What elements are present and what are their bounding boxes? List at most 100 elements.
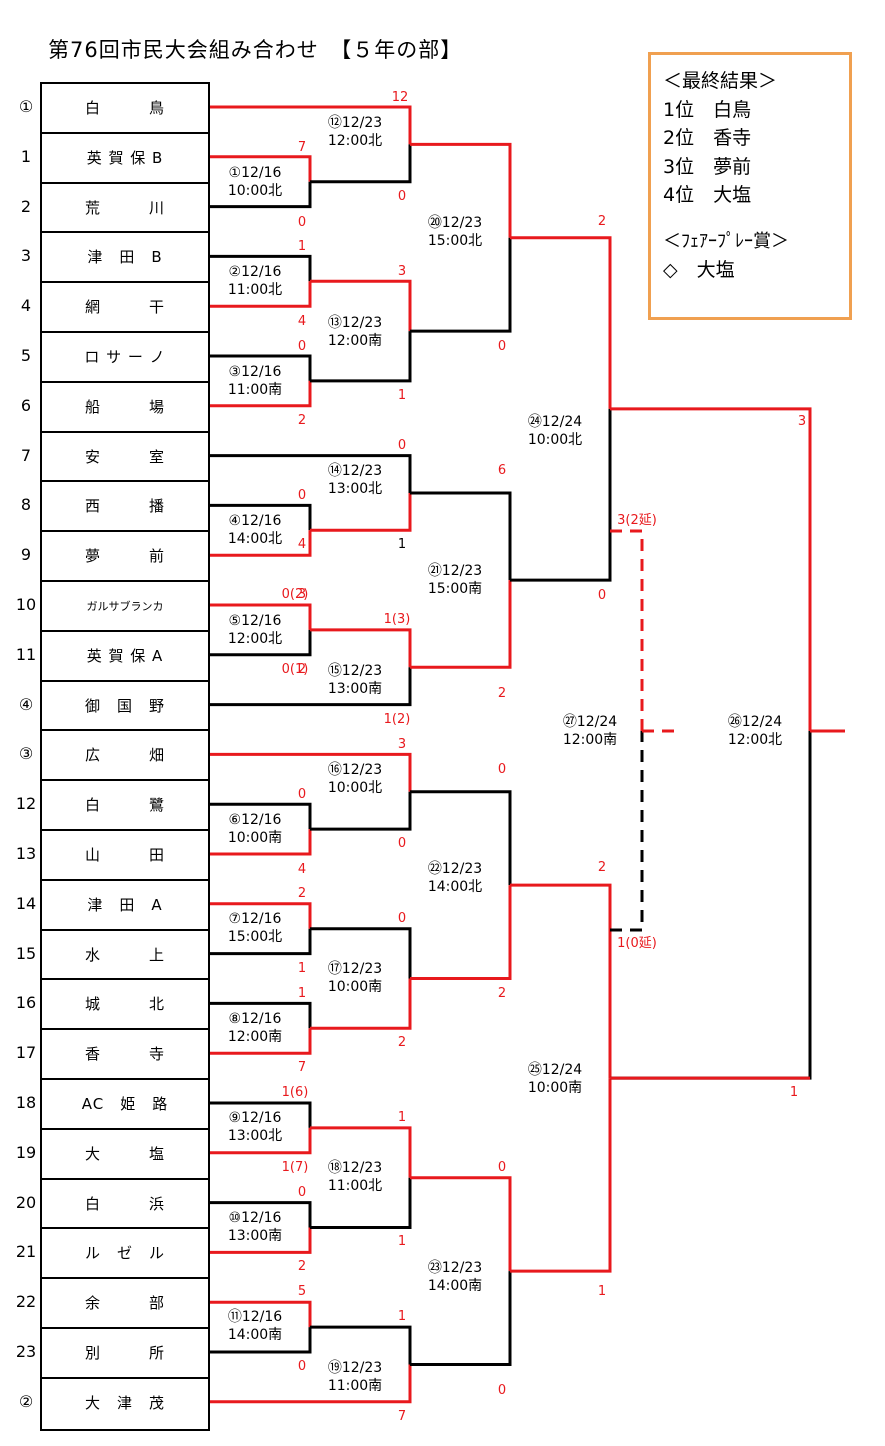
- team-name: 白 浜: [42, 1180, 208, 1230]
- score-label: 7: [298, 140, 306, 155]
- score-label: 2: [498, 986, 506, 1001]
- winner-line: [210, 155, 312, 182]
- bracket-line: [310, 144, 412, 184]
- fairplay-row: ◇ 大塩: [663, 256, 837, 285]
- bracket-line: [410, 790, 512, 886]
- team-name: 山 田: [42, 831, 208, 881]
- score-label: 1(7): [282, 1160, 309, 1175]
- match-number-date: ㉔12/24: [528, 414, 582, 430]
- bracket-line: [310, 1177, 412, 1229]
- winner-line: [310, 1126, 412, 1178]
- match-number-date: ㉑12/23: [428, 563, 482, 579]
- team-name: 安 室: [42, 433, 208, 483]
- winner-line: [510, 236, 612, 409]
- seed-number: 20: [15, 1192, 37, 1212]
- seed-number: 14: [15, 893, 37, 913]
- winner-line: [210, 281, 312, 308]
- results-heading: ＜最終結果＞: [663, 70, 778, 92]
- bracket-line: [210, 354, 312, 381]
- match-time: 11:00南: [328, 1378, 382, 1394]
- score-label: 7: [298, 1060, 306, 1075]
- match-time: 10:00南: [328, 979, 382, 995]
- team-name: 大 津 茂: [84, 1393, 165, 1412]
- bracket-line: [410, 1271, 512, 1366]
- match-time: 14:00南: [428, 1278, 482, 1294]
- match-time: 15:00南: [428, 581, 482, 597]
- score-label: 1: [398, 537, 406, 552]
- score-label: 4: [298, 537, 306, 552]
- match-time: 11:00北: [328, 1178, 382, 1194]
- match-number-date: ⑩12/16: [229, 1210, 282, 1226]
- fairplay-heading: ＜ﾌｪｱｰﾌﾟﾚｰ賞＞: [663, 230, 789, 252]
- match-time: 14:00北: [428, 879, 482, 895]
- score-label: 3: [398, 264, 406, 279]
- match-number-date: ⑬12/23: [328, 315, 382, 331]
- winner-line: [210, 603, 312, 630]
- match-time: 13:00南: [328, 681, 382, 697]
- bracket-line: [410, 491, 512, 581]
- winner-line: [410, 1176, 512, 1272]
- seed-number: 23: [15, 1342, 37, 1361]
- bracket-line: [310, 791, 412, 831]
- winner-line: [210, 1300, 312, 1328]
- match-number-date: ⑦12/16: [229, 911, 282, 927]
- winner-line: [210, 105, 412, 145]
- score-label: 2: [298, 1259, 306, 1274]
- match-time: 12:00南: [228, 1029, 282, 1045]
- winner-line: [210, 752, 412, 792]
- seed-number: 3: [20, 246, 32, 266]
- score-label: 0: [398, 911, 406, 926]
- match-time: 10:00南: [528, 1080, 582, 1096]
- score-label: 2: [398, 1035, 406, 1050]
- bracket-line: [210, 1201, 312, 1228]
- score-label: 2: [598, 860, 606, 875]
- seed-number: 5: [20, 346, 32, 365]
- final-results-box: ＜最終結果＞ 1位 白鳥 2位 香寺 3位 夢前 4位 大塩 ＜ﾌｪｱｰﾌﾟﾚｰ…: [648, 52, 852, 320]
- score-label: 2: [298, 662, 306, 677]
- match-number-date: ㉖12/24: [728, 714, 782, 730]
- match-number-date: ⑧12/16: [229, 1011, 282, 1027]
- winner-line: [310, 978, 412, 1030]
- match-time: 14:00南: [228, 1327, 282, 1343]
- match-time: 10:00北: [228, 183, 282, 199]
- winner-line: [210, 1127, 312, 1155]
- ranking-row: 2位 香寺: [663, 124, 837, 153]
- team-name: 水 上: [42, 931, 208, 981]
- seed-number: ②: [18, 1391, 34, 1411]
- team-name: 香 寺: [42, 1030, 208, 1080]
- ranking-team: 大塩: [713, 184, 752, 206]
- bracket-line: [210, 667, 412, 707]
- match-time: 12:00北: [228, 631, 282, 647]
- bracket-line: [210, 254, 312, 282]
- match-time: 11:00南: [228, 382, 282, 398]
- bracket-line: [210, 454, 412, 493]
- score-label: 1: [298, 239, 306, 254]
- winner-line: [210, 380, 312, 408]
- match-number-date: ⑱12/23: [328, 1160, 382, 1176]
- match-number-date: ⑭12/23: [328, 463, 382, 479]
- winner-line: [510, 883, 612, 1079]
- score-label: 2: [298, 413, 306, 428]
- match-time: 10:00南: [228, 830, 282, 846]
- seed-number: 15: [15, 943, 37, 963]
- match-number-date: ㉕12/24: [528, 1062, 582, 1078]
- team-name: 津 田 A: [42, 881, 208, 931]
- ranking-row: 3位 夢前: [663, 153, 837, 182]
- score-label: 0: [298, 488, 306, 503]
- match-number-date: ⑲12/23: [328, 1360, 382, 1376]
- match-number-date: ⑨12/16: [229, 1110, 282, 1126]
- score-label: 4: [298, 314, 306, 329]
- score-label: 0: [498, 1160, 506, 1175]
- match-number-date: ⑯12/23: [328, 762, 382, 778]
- match-time: 13:00北: [228, 1128, 282, 1144]
- team-name: 西 播: [42, 482, 208, 533]
- score-label: 0: [598, 588, 606, 603]
- match-number-date: ㉓12/23: [428, 1260, 482, 1276]
- match-time: 10:00北: [328, 780, 382, 796]
- match-number-date: ㉒12/23: [428, 861, 482, 877]
- match-number-date: ⑤12/16: [229, 613, 282, 629]
- score-label: 0: [298, 215, 306, 230]
- bracket-line: [210, 181, 312, 209]
- bracket-line: [610, 731, 644, 932]
